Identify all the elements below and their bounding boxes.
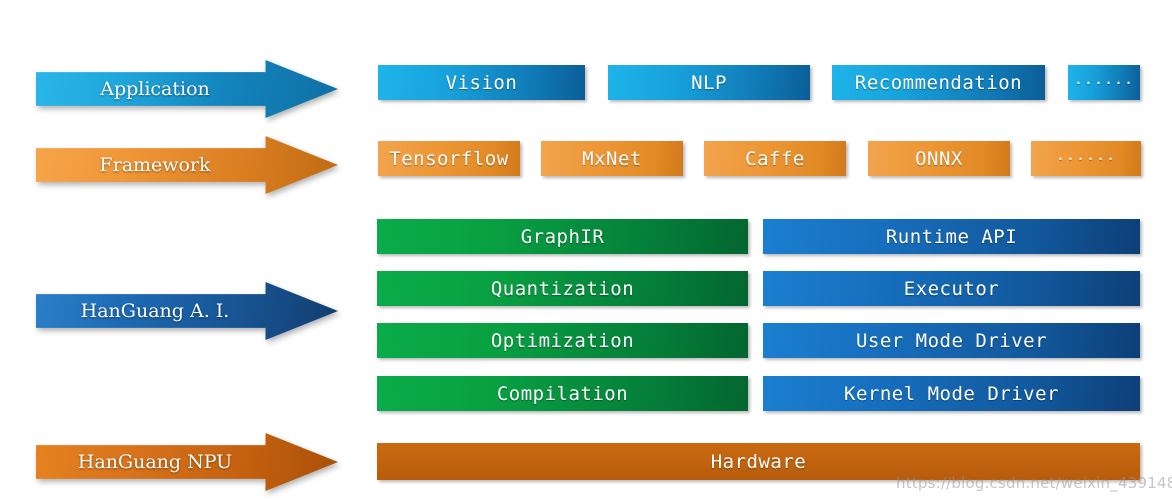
layer-arrow-label: Application	[100, 78, 210, 100]
box-label: Vision	[445, 71, 518, 94]
box-label: Hardware	[710, 450, 807, 473]
box-label: Recommendation	[854, 71, 1023, 94]
box-label: ······	[1055, 149, 1117, 168]
source-watermark: https://blog.csdn.net/weixin_43914889	[896, 474, 1172, 492]
box-label: Tensorflow	[389, 147, 509, 170]
box-label: Executor	[903, 277, 1000, 300]
application-box-recommendation[interactable]: Recommendation	[832, 65, 1045, 100]
hardware-box[interactable]: Hardware	[377, 443, 1140, 480]
framework-box-caffe[interactable]: Caffe	[704, 141, 846, 176]
box-label: MxNet	[582, 147, 642, 170]
compiler-box-quantization[interactable]: Quantization	[377, 271, 748, 306]
layer-arrow-label: HanGuang A. I.	[80, 300, 230, 322]
box-label: Caffe	[745, 147, 805, 170]
framework-box-more[interactable]: ······	[1031, 141, 1141, 176]
framework-box-tensorflow[interactable]: Tensorflow	[378, 141, 520, 176]
box-label: Quantization	[490, 277, 635, 300]
box-label: Runtime API	[885, 225, 1018, 248]
application-box-vision[interactable]: Vision	[378, 65, 585, 100]
layer-arrow-label: Framework	[99, 154, 211, 176]
box-label: GraphIR	[520, 225, 605, 248]
layer-arrow-framework[interactable]: Framework	[36, 136, 338, 194]
box-label: Compilation	[496, 382, 629, 405]
framework-box-onnx[interactable]: ONNX	[868, 141, 1010, 176]
application-box-more[interactable]: ······	[1068, 65, 1140, 100]
layer-arrow-label: HanGuang NPU	[77, 451, 233, 473]
framework-box-mxnet[interactable]: MxNet	[541, 141, 683, 176]
compiler-box-graphir[interactable]: GraphIR	[377, 219, 748, 254]
box-label: ······	[1073, 73, 1135, 92]
box-label: NLP	[691, 71, 727, 94]
runtime-box-kernel-mode-driver[interactable]: Kernel Mode Driver	[763, 376, 1140, 411]
compiler-box-compilation[interactable]: Compilation	[377, 376, 748, 411]
box-label: User Mode Driver	[855, 329, 1048, 352]
runtime-box-executor[interactable]: Executor	[763, 271, 1140, 306]
box-label: Kernel Mode Driver	[844, 382, 1059, 405]
layer-arrow-hanguang-ai[interactable]: HanGuang A. I.	[36, 282, 338, 340]
layer-arrow-application[interactable]: Application	[36, 60, 338, 118]
runtime-box-user-mode-driver[interactable]: User Mode Driver	[763, 323, 1140, 358]
box-label: ONNX	[915, 147, 963, 170]
compiler-box-optimization[interactable]: Optimization	[377, 323, 748, 358]
layer-arrow-hanguang-npu[interactable]: HanGuang NPU	[36, 433, 338, 491]
box-label: Optimization	[490, 329, 635, 352]
application-box-nlp[interactable]: NLP	[608, 65, 810, 100]
runtime-box-runtime-api[interactable]: Runtime API	[763, 219, 1140, 254]
